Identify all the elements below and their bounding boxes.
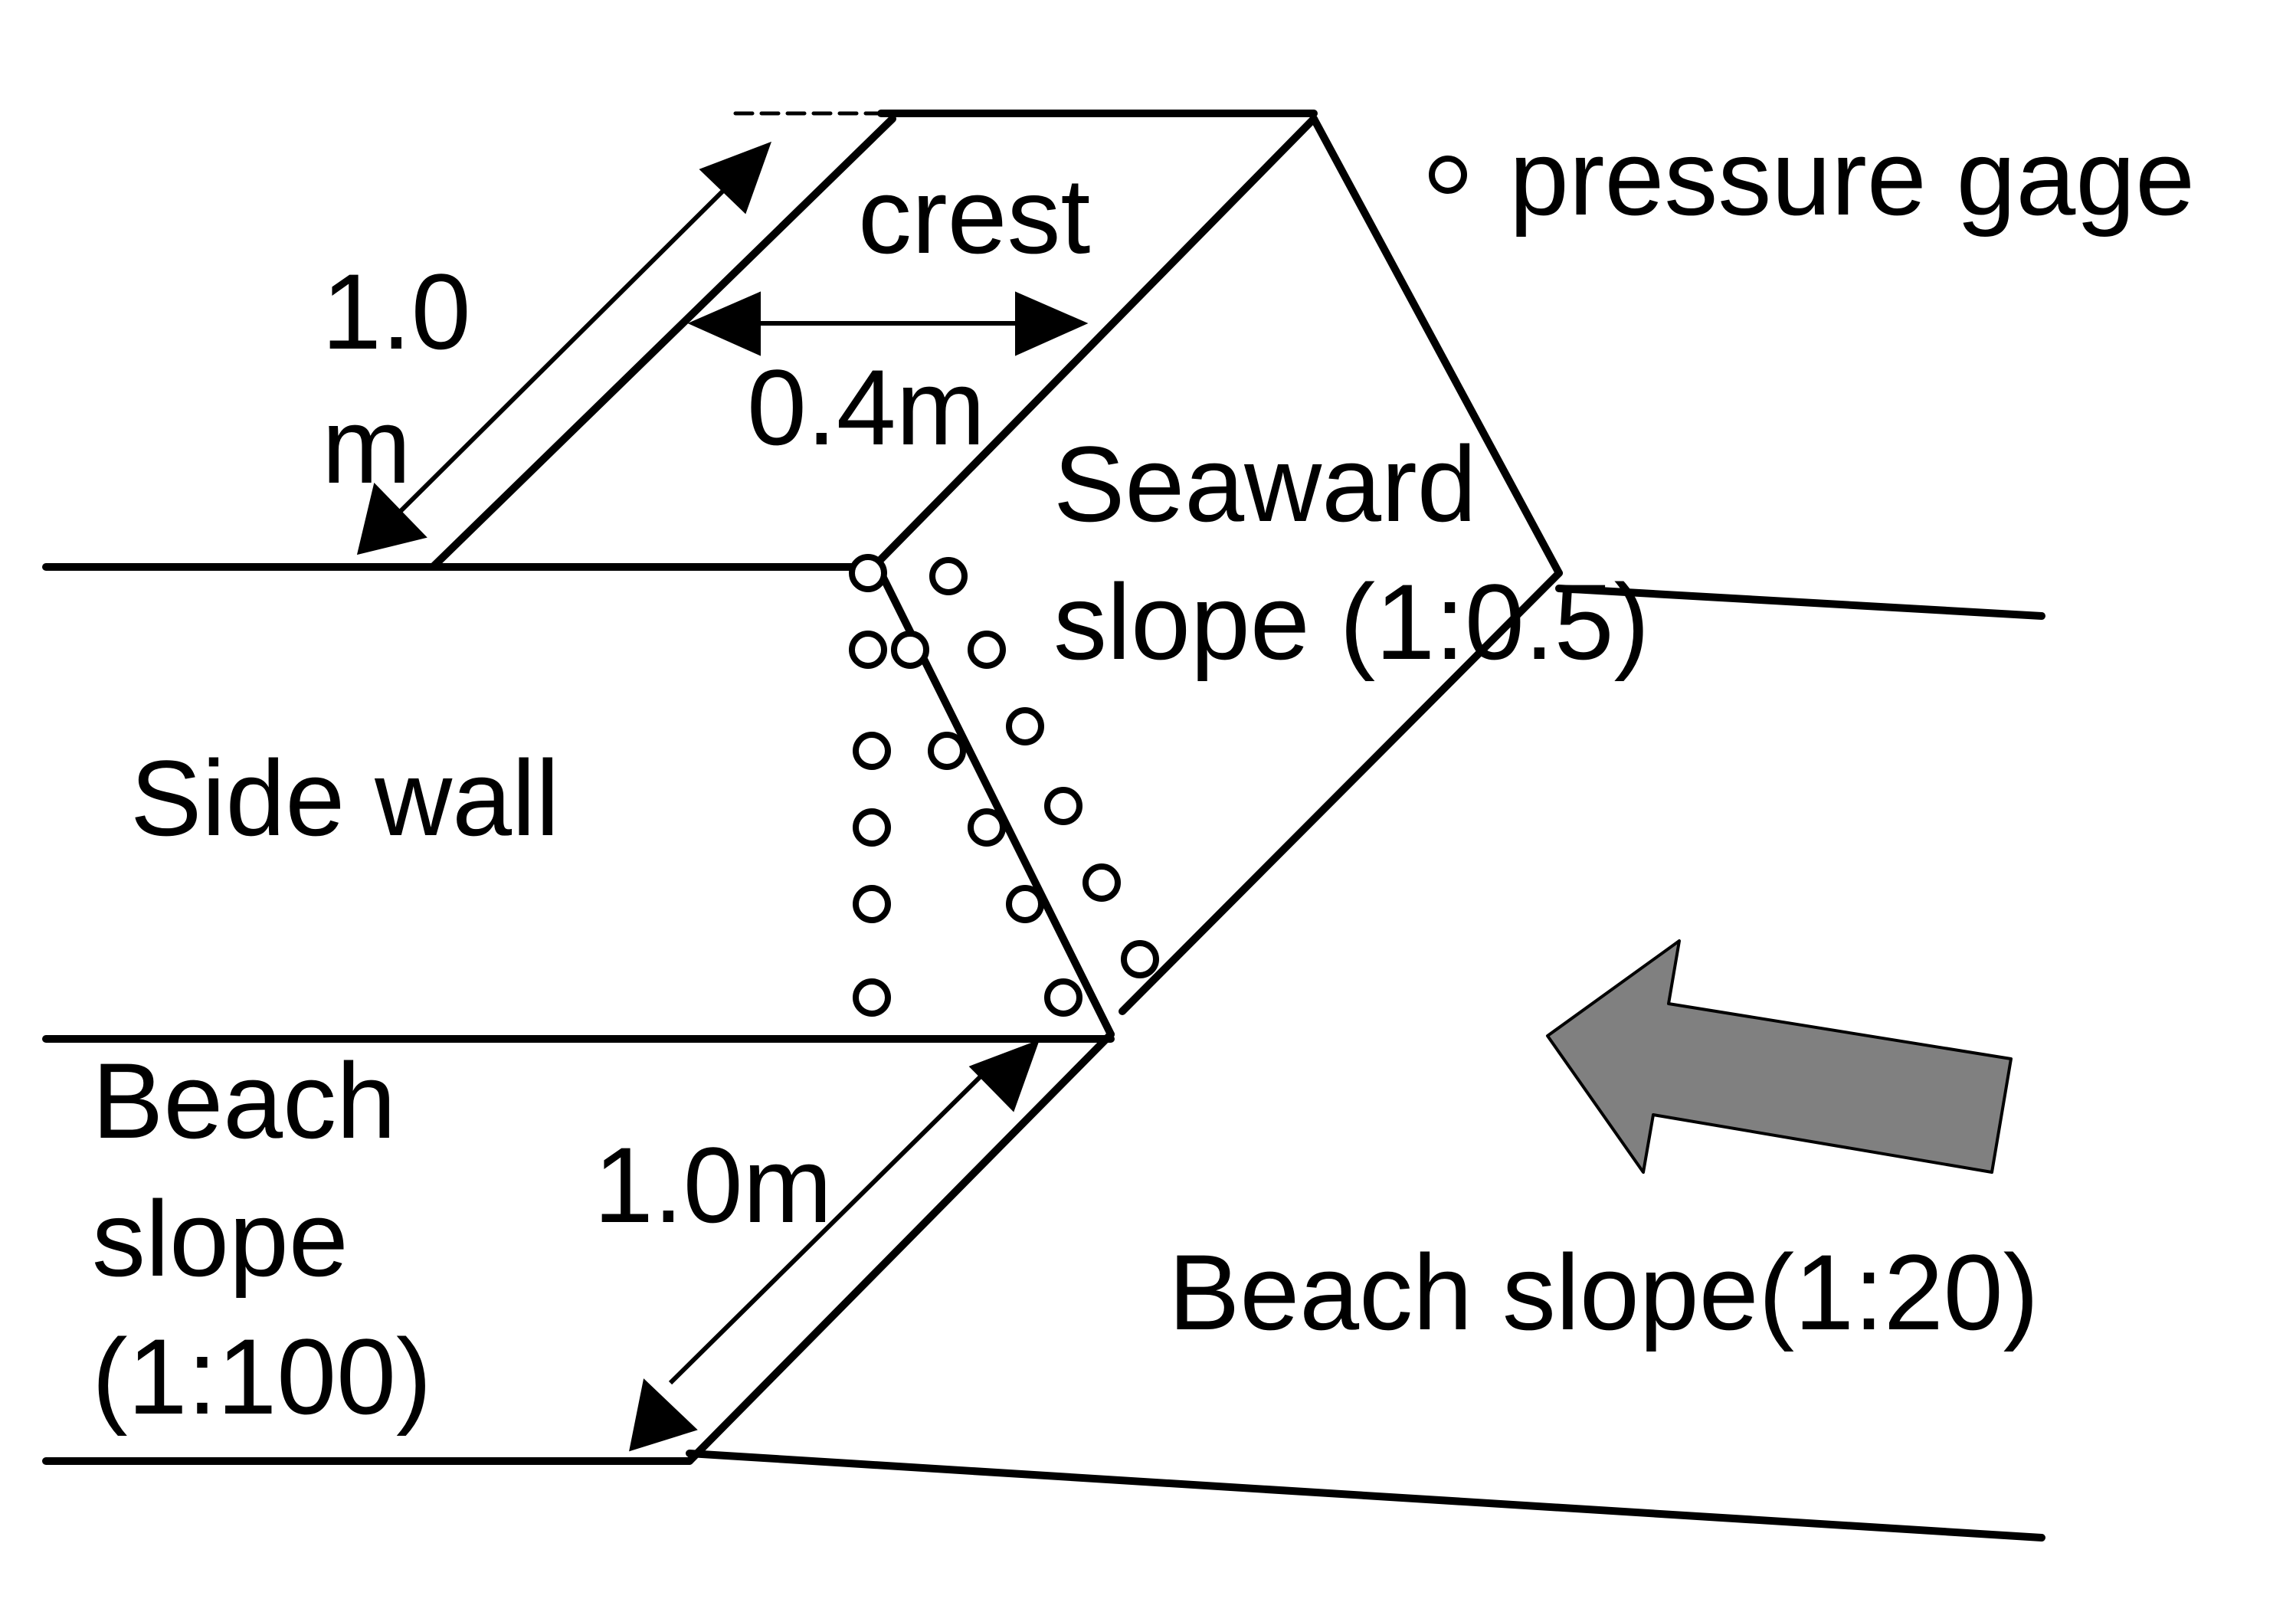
lower-dimension-arrowhead-bottom <box>629 1378 698 1452</box>
beach-slope-left-label-line2: slope <box>92 1178 349 1299</box>
wave-direction-arrow <box>1546 939 2013 1174</box>
upper-dimension-arrowhead-top <box>699 141 772 215</box>
crest-width-arrowhead-right <box>1015 291 1089 356</box>
beach-slope-left-label-line1: Beach <box>92 1040 396 1161</box>
beach-slope-left-label-line3: (1:100) <box>92 1316 432 1437</box>
pressure-gage <box>853 978 891 1017</box>
toe-slope-line <box>686 1030 1115 1465</box>
seaward-slope-label-line1: Seaward <box>1053 424 1477 544</box>
pressure-gage-legend-icon <box>1429 156 1467 194</box>
pressure-gage <box>1082 863 1121 902</box>
pressure-gage <box>929 557 968 595</box>
pressure-gage <box>1044 978 1082 1017</box>
upper-dimension-arrowhead-bottom <box>356 482 427 555</box>
upper-length-label-line2: m <box>322 385 411 506</box>
right-upper-ground-line <box>1555 585 2045 620</box>
back-lower-slope <box>1119 569 1563 1015</box>
pressure-gage <box>891 631 929 669</box>
pressure-gage <box>1006 885 1044 923</box>
pressure-gage <box>849 554 887 592</box>
pressure-gage <box>928 732 966 770</box>
crest-label: crest <box>858 156 1090 276</box>
beach-slope-right-label: Beach slope(1:20) <box>1168 1232 2039 1352</box>
legend-label: pressure gage <box>1509 117 2195 238</box>
bottom-right-ground-line <box>686 1450 2045 1542</box>
crest-width-arrowhead-left <box>687 291 761 356</box>
upper-dimension-line <box>396 180 734 516</box>
pressure-gage <box>1121 940 1159 978</box>
back-right-slope <box>1310 115 1563 577</box>
pressure-gage <box>853 732 891 770</box>
pressure-gage <box>1044 787 1082 825</box>
lower-dimension-arrowhead-top <box>968 1039 1040 1112</box>
seaward-slope-label-line2: slope (1:0.5) <box>1053 562 1649 682</box>
upper-length-label-line1: 1.0 <box>322 251 471 372</box>
pressure-gage-group <box>849 554 1159 1017</box>
crest-width-label: 0.4m <box>747 347 985 467</box>
pressure-gage <box>853 808 891 847</box>
front-right-slope <box>873 115 1318 567</box>
pressure-gage <box>968 631 1006 669</box>
lower-length-label: 1.0m <box>594 1125 832 1245</box>
side-wall-label: Side wall <box>130 738 559 858</box>
pressure-gage <box>853 885 891 923</box>
pressure-gage <box>849 631 887 669</box>
pressure-gage <box>968 808 1006 847</box>
pressure-gage <box>1006 707 1044 745</box>
lower-dimension-line <box>668 1070 987 1385</box>
front-left-slope <box>429 115 896 571</box>
